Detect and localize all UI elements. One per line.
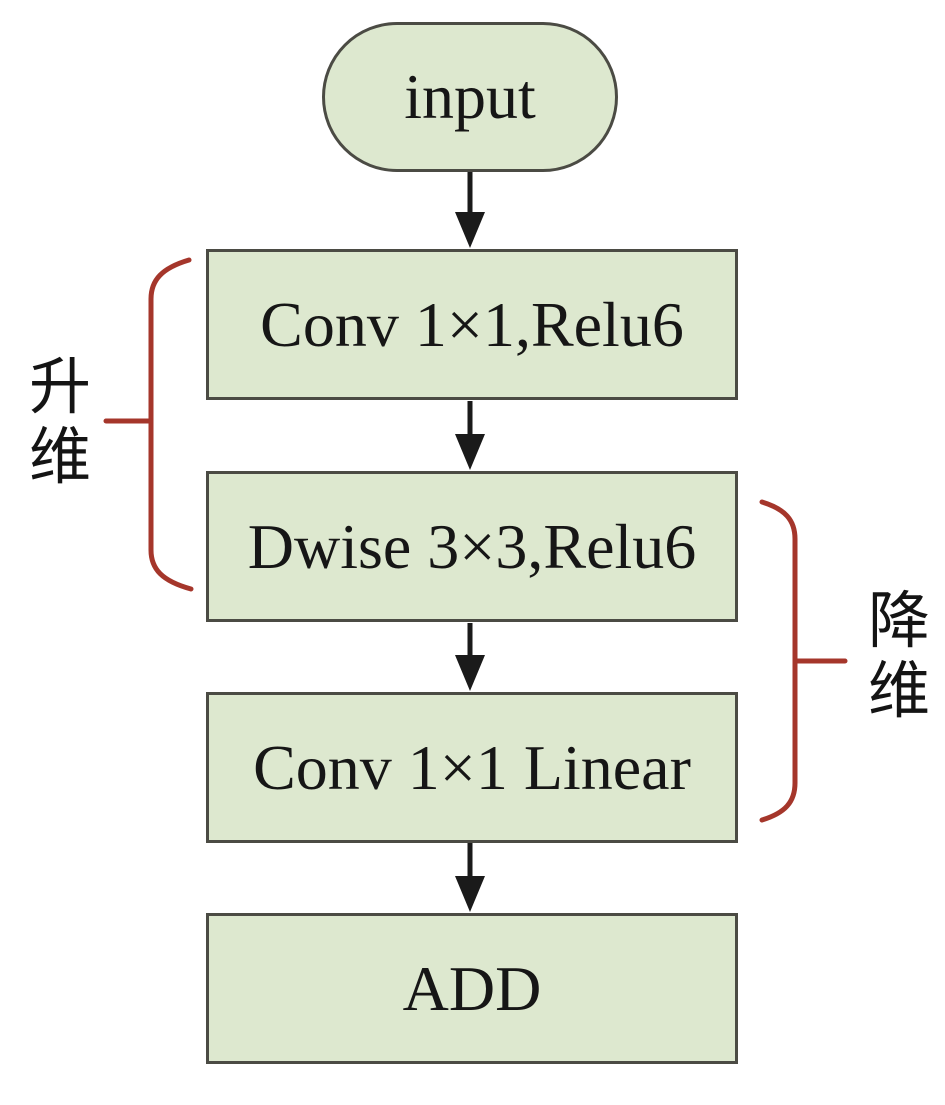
node-add-label: ADD [402,952,542,1024]
node-conv-linear-label: Conv 1×1 Linear [253,731,691,803]
node-conv-linear: Conv 1×1 Linear [206,692,738,843]
node-input: input [322,22,618,172]
node-conv-expand: Conv 1×1,Relu6 [206,249,738,400]
arrow-dwise-to-conv-linear [455,623,485,691]
arrow-conv-expand-to-dwise [455,401,485,470]
arrow-conv-linear-to-add [455,843,485,912]
expand-bracket [103,257,194,592]
node-add: ADD [206,913,738,1064]
reduce-bracket [759,499,848,823]
node-input-label: input [404,61,536,132]
arrow-input-to-conv-expand [455,172,485,248]
reduce-dimension-label: 降 维 [867,588,930,726]
node-dwise-label: Dwise 3×3,Relu6 [247,510,697,582]
node-dwise: Dwise 3×3,Relu6 [206,471,738,622]
expand-dimension-label: 升 维 [28,354,91,492]
node-conv-expand-label: Conv 1×1,Relu6 [260,288,684,360]
